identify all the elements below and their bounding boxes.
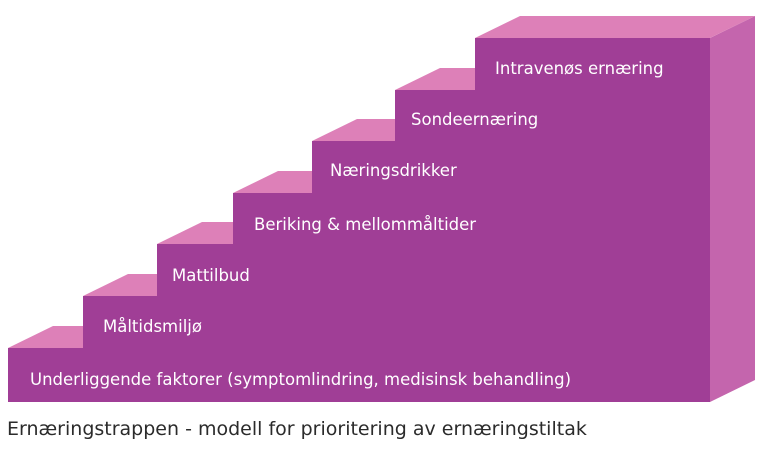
staircase-labels: Underliggende faktorer (symptomlindring,…	[30, 59, 664, 389]
step-label-4: Beriking & mellommåltider	[254, 215, 476, 234]
step-label-6: Sondeernæring	[411, 110, 538, 129]
step-label-7: Intravenøs ernæring	[495, 59, 664, 78]
nutrition-staircase-diagram: Underliggende faktorer (symptomlindring,…	[8, 16, 755, 402]
step-label-2: Måltidsmiljø	[103, 317, 202, 336]
staircase-side	[710, 16, 755, 402]
step-label-3: Mattilbud	[172, 266, 250, 285]
step-top-7	[475, 16, 755, 38]
step-label-5: Næringsdrikker	[330, 161, 457, 180]
staircase-front	[8, 38, 710, 402]
staircase-front-face	[8, 38, 710, 402]
step-label-1: Underliggende faktorer (symptomlindring,…	[30, 370, 571, 389]
diagram-caption: Ernæringstrappen - modell for prioriteri…	[7, 418, 587, 440]
staircase-side-face	[710, 16, 755, 402]
